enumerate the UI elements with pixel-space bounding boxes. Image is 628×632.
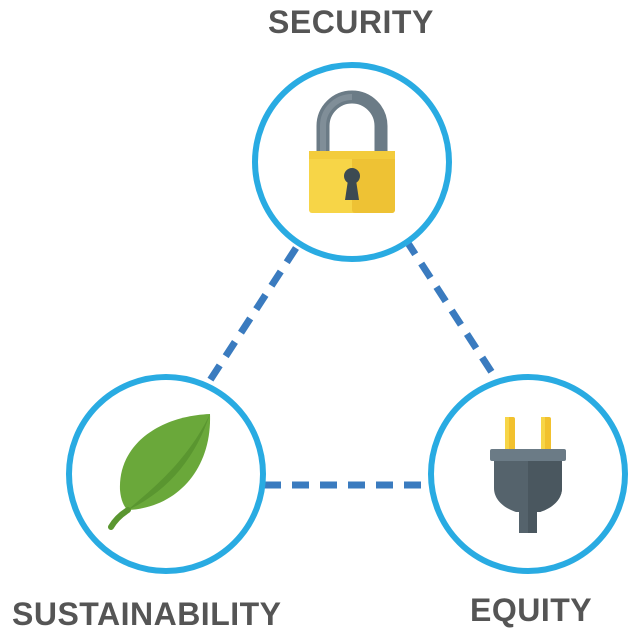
leaf-icon bbox=[108, 414, 211, 530]
label-equity: EQUITY bbox=[470, 592, 593, 628]
node-security bbox=[252, 62, 452, 262]
padlock-icon bbox=[309, 90, 395, 213]
node-sustainability bbox=[66, 374, 266, 574]
label-sustainability: SUSTAINABILITY bbox=[12, 596, 282, 632]
connector-security-sustainability bbox=[202, 246, 299, 390]
node-equity bbox=[428, 374, 628, 574]
label-security: SECURITY bbox=[268, 4, 434, 40]
power-plug-icon bbox=[490, 417, 566, 533]
connector-security-equity bbox=[403, 238, 503, 387]
